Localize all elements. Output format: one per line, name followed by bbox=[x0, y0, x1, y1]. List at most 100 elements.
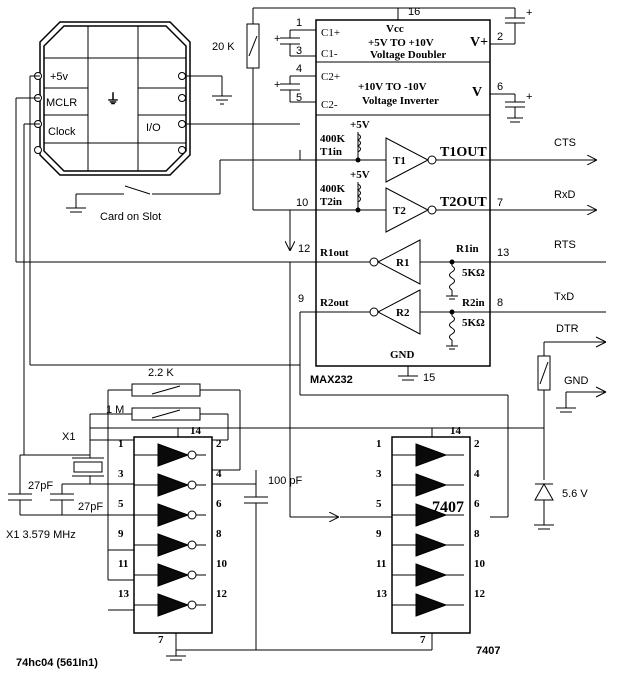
t1-res: 400K bbox=[320, 133, 346, 145]
switch-label: Card on Slot bbox=[100, 211, 161, 223]
switch-blade bbox=[124, 185, 151, 195]
ic-pin-left: 3 bbox=[376, 468, 382, 480]
r1-pin-out: 12 bbox=[298, 243, 310, 255]
doubler-label: Voltage Doubler bbox=[370, 49, 446, 61]
junction bbox=[355, 157, 361, 163]
r2-pulldown-resistor bbox=[449, 315, 455, 341]
inverter-label: Voltage Inverter bbox=[362, 95, 439, 107]
smartcard-inner-outline bbox=[43, 25, 187, 172]
c1-minus: C1- bbox=[321, 48, 338, 60]
t2-in: T2in bbox=[320, 196, 342, 208]
r2-bubble bbox=[369, 307, 379, 317]
ic-74hc04-gnd-pin: 7 bbox=[158, 634, 164, 646]
gate-triangle bbox=[415, 443, 448, 467]
max232-pin16: 16 bbox=[408, 6, 420, 18]
r1-res: 5KΩ bbox=[462, 267, 485, 279]
gate-triangle bbox=[157, 503, 190, 527]
vplus-label: V+ bbox=[470, 35, 488, 50]
r-2k2-label: 2.2 K bbox=[148, 367, 174, 379]
ic-7407-body bbox=[391, 436, 471, 634]
r1-bubble bbox=[369, 257, 379, 267]
c2-plus: C2+ bbox=[321, 71, 340, 83]
ic-pin-left: 13 bbox=[118, 588, 130, 600]
smartcard-connector: ⏚ +5v MCLR Clock I/O bbox=[34, 21, 191, 176]
r2-pin-out: 9 bbox=[298, 293, 304, 305]
t2-bubble bbox=[427, 205, 437, 215]
ic-pin-left: 1 bbox=[376, 438, 382, 450]
cap2-label: 27pF bbox=[78, 501, 103, 513]
r1-pin-in: 13 bbox=[497, 247, 509, 259]
max232-gnd: GND bbox=[390, 349, 415, 361]
crystal-label: X1 3.579 MHz bbox=[6, 529, 76, 541]
card-pin-vcc: +5v bbox=[50, 71, 69, 83]
ic-pin-right: 8 bbox=[216, 528, 222, 540]
pin6: 6 bbox=[497, 81, 503, 93]
c2-minus: C2- bbox=[321, 99, 338, 111]
r2-out: R2out bbox=[320, 297, 349, 309]
r2-name: R2 bbox=[396, 307, 410, 319]
junction bbox=[355, 207, 361, 213]
x1-label: X1 bbox=[62, 431, 75, 443]
t2-name: T2 bbox=[393, 205, 406, 217]
ic-pin-left: 5 bbox=[118, 498, 124, 510]
cap-100pf-label: 100 pF bbox=[268, 475, 303, 487]
cap-plus: + bbox=[274, 79, 280, 91]
card-pin-mclr: MCLR bbox=[46, 97, 77, 109]
cts-label: CTS bbox=[554, 137, 576, 149]
smartcard-outline bbox=[39, 21, 191, 176]
card-contact-nc bbox=[34, 146, 42, 154]
gate-bubble bbox=[187, 570, 197, 580]
gate-triangle bbox=[415, 533, 448, 557]
ic-7407-body-label: 7407 bbox=[432, 499, 464, 516]
cap1-label: 27pF bbox=[28, 480, 53, 492]
resistor-mark bbox=[539, 361, 549, 385]
card-contact-io bbox=[178, 120, 186, 128]
gate-triangle bbox=[157, 443, 190, 467]
crystal-x1 bbox=[73, 461, 103, 473]
rts-label: RTS bbox=[554, 239, 576, 251]
card-ground-symbol: ⏚ bbox=[106, 92, 120, 108]
ic-7407-vcc-pin: 14 bbox=[450, 425, 462, 437]
t2-pin-out: 7 bbox=[497, 197, 503, 209]
card-pin-io: I/O bbox=[146, 122, 161, 134]
cap-plus: + bbox=[526, 91, 532, 103]
arrow bbox=[595, 391, 607, 398]
t1-buffer bbox=[385, 137, 430, 183]
t1-bubble bbox=[427, 155, 437, 165]
t1-pullup: +5V bbox=[350, 119, 370, 131]
t1-pullup-resistor bbox=[357, 133, 361, 153]
gate-bubble bbox=[187, 540, 197, 550]
gate-triangle bbox=[415, 563, 448, 587]
ic-pin-left: 11 bbox=[118, 558, 128, 570]
ic-74hc04-body bbox=[133, 436, 213, 634]
gate-triangle bbox=[415, 503, 448, 527]
resistor-mark bbox=[151, 409, 181, 419]
ic-pin-left: 9 bbox=[376, 528, 382, 540]
ic-7407-gnd-pin: 7 bbox=[420, 634, 426, 646]
max232-name: MAX232 bbox=[310, 374, 353, 386]
txd-label: TxD bbox=[554, 291, 574, 303]
ic-pin-right: 6 bbox=[216, 498, 222, 510]
pin2: 2 bbox=[497, 31, 503, 43]
inverter-range: +10V TO -10V bbox=[358, 81, 427, 93]
ic-pin-right: 2 bbox=[474, 438, 480, 450]
ic-pin-right: 12 bbox=[216, 588, 228, 600]
card-contact-nc2 bbox=[178, 146, 186, 154]
ic-pin-right: 6 bbox=[474, 498, 480, 510]
ic-pin-left: 1 bbox=[118, 438, 124, 450]
ic-74hc04-vcc-pin: 14 bbox=[190, 425, 202, 437]
gate-bubble bbox=[187, 450, 197, 460]
pin5: 5 bbox=[296, 92, 302, 104]
dtr-label: DTR bbox=[556, 323, 579, 335]
t2-buffer bbox=[385, 187, 430, 233]
r1-pulldown-resistor bbox=[449, 265, 455, 291]
t2-pullup: +5V bbox=[350, 169, 370, 181]
gate-triangle bbox=[415, 473, 448, 497]
pin1: 1 bbox=[296, 17, 302, 29]
zener-label: 5.6 V bbox=[562, 488, 588, 500]
ic-pin-left: 5 bbox=[376, 498, 382, 510]
r-1m-label: 1 M bbox=[106, 404, 124, 416]
max232-pin15: 15 bbox=[423, 372, 435, 384]
ic-74hc04-name: 74hc04 (561In1) bbox=[16, 657, 98, 669]
